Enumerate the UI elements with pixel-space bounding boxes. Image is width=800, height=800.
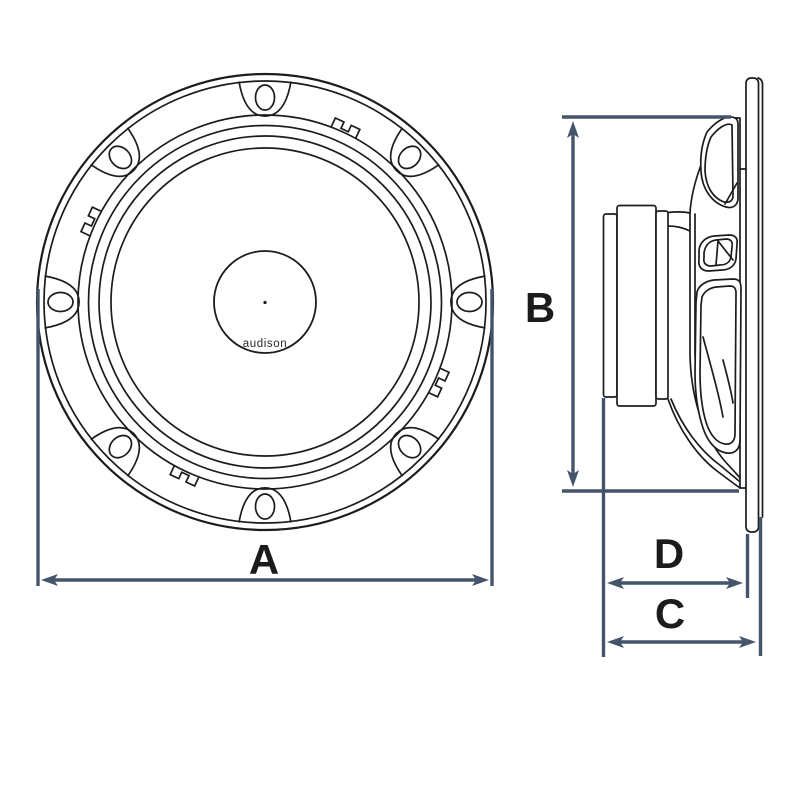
dimension-d: D bbox=[601, 398, 750, 657]
dimension-a: A bbox=[36, 289, 494, 586]
dimension-c: C bbox=[607, 517, 763, 656]
side-view-drawing bbox=[602, 77, 764, 533]
dimension-label-b: B bbox=[525, 284, 555, 331]
screw-hole-icon bbox=[238, 487, 292, 524]
dimension-annotations: A B D C bbox=[36, 115, 763, 657]
dimension-b: B bbox=[525, 115, 739, 493]
basket-neck bbox=[667, 210, 691, 232]
dimension-label-a: A bbox=[249, 536, 279, 583]
screw-hole-icon bbox=[89, 414, 153, 478]
screw-hole-icon bbox=[89, 126, 153, 190]
front-view-drawing: audison bbox=[35, 72, 495, 532]
arrowhead-left-icon bbox=[41, 574, 58, 586]
screw-hole-icon bbox=[377, 414, 441, 478]
screw-hole-icon bbox=[450, 275, 487, 329]
basket-vent-window-bottom bbox=[694, 278, 742, 454]
dust-cap: audison bbox=[213, 250, 317, 354]
arrowhead-right-icon bbox=[472, 574, 489, 586]
screw-hole-icon bbox=[377, 126, 441, 190]
basket-lower-sweep bbox=[667, 398, 741, 489]
dimension-label-d: D bbox=[654, 530, 684, 577]
speaker-surround-rings bbox=[77, 114, 453, 490]
arrowhead-left-icon bbox=[607, 577, 624, 589]
magnet-assembly bbox=[602, 204, 669, 407]
dimension-label-c: C bbox=[655, 590, 685, 637]
basket-vent-window-top bbox=[699, 116, 739, 209]
screw-hole-icon bbox=[238, 80, 292, 117]
basket-vent-window-middle bbox=[698, 234, 739, 272]
center-dot bbox=[263, 300, 267, 305]
mounting-flange bbox=[745, 77, 764, 533]
arrowhead-down-icon bbox=[567, 470, 579, 487]
arrowhead-up-icon bbox=[567, 121, 579, 138]
screw-hole-icon bbox=[43, 275, 80, 329]
arrowhead-right-icon bbox=[739, 636, 756, 648]
arrowhead-left-icon bbox=[607, 636, 624, 648]
brand-logo-text: audison bbox=[243, 338, 287, 350]
arrowhead-right-icon bbox=[726, 577, 743, 589]
